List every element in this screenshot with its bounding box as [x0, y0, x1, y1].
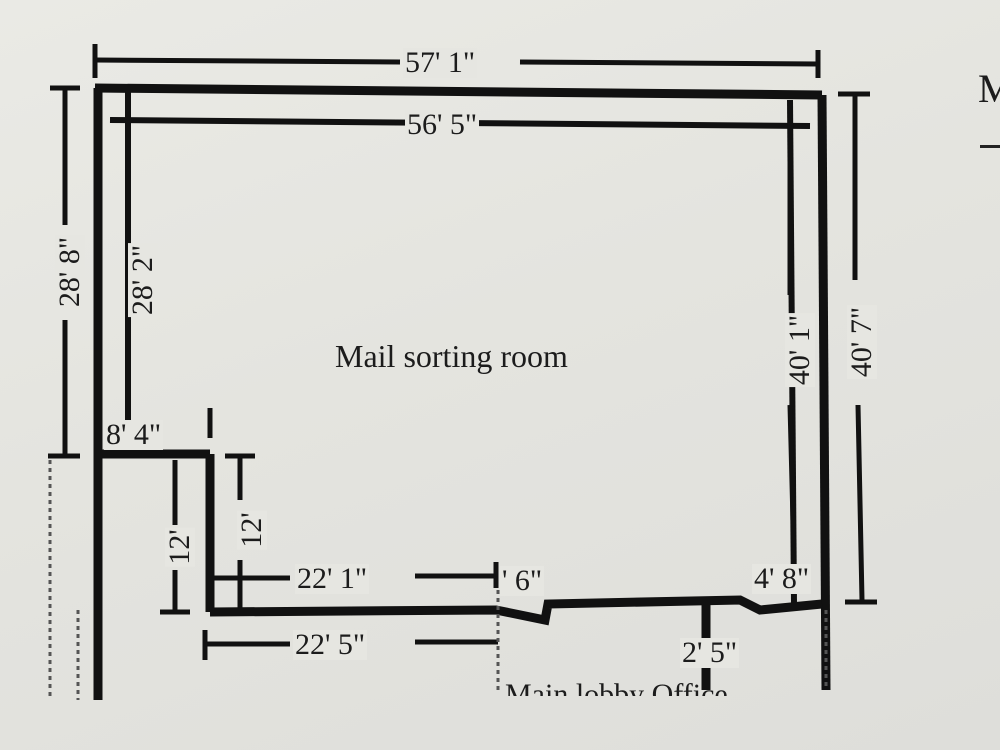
label-bottom-inner-width: 22' 1" [295, 562, 370, 595]
dim-line-right-outer [852, 94, 865, 601]
dim-line-bottom-inner [212, 573, 496, 581]
room-label-mail-sorting: Mail sorting room [335, 338, 568, 374]
label-outer-right-height: 40' 7" [845, 304, 878, 380]
label-inner-right-height: 40' 1" [783, 312, 816, 388]
label-inner-left-height: 28' 2" [126, 242, 159, 318]
dim-line-right-inner [787, 130, 797, 561]
label-edge-mark: M [978, 66, 1000, 111]
label-left-step-height-b: 12' [235, 510, 268, 550]
label-office-wall: 2' 5" [680, 636, 740, 669]
outer-wall-right [817, 94, 831, 691]
label-outer-top-width: 57' 1" [403, 46, 478, 79]
label-adjacent-rooms: Main lobby Office [505, 678, 728, 696]
label-left-step-width: 8' 4" [104, 418, 164, 451]
edge-underline [980, 145, 1000, 148]
label-door-gap: ' 6" [500, 564, 545, 597]
label-inner-top-width: 56' 5" [405, 108, 480, 141]
label-outer-left-height: 28' 8" [53, 234, 86, 310]
outer-wall-top [94, 83, 823, 100]
label-bottom-outer-width: 22' 5" [293, 628, 368, 661]
bottom-wall [209, 595, 823, 626]
dim-line-bottom-outer [205, 639, 498, 647]
label-left-step-height-a: 12' [163, 527, 196, 567]
dim-line-top-outer [94, 57, 819, 67]
label-right-step: 4' 8" [752, 562, 812, 595]
